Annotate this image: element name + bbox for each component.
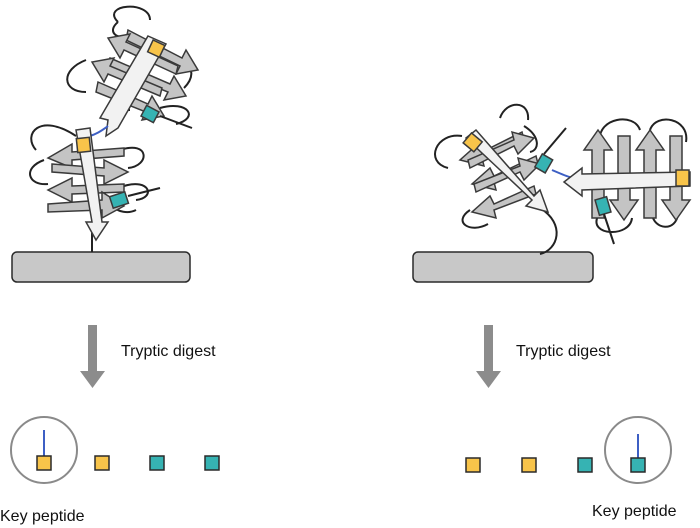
left-peptide-3 — [149, 455, 165, 471]
left-key-circle — [10, 416, 78, 484]
left-key-peptide-label: Key peptide — [0, 508, 85, 525]
left-panel — [10, 5, 220, 484]
right-peptide-1 — [465, 457, 481, 473]
right-digest-arrow — [476, 325, 501, 388]
left-lower-loops — [29, 124, 149, 214]
left-lower-helix — [75, 127, 161, 242]
right-right-domain-helix — [562, 166, 691, 245]
right-right-domain-loops — [595, 118, 688, 233]
right-digest-label: Tryptic digest — [516, 343, 611, 360]
left-digest-label: Tryptic digest — [121, 343, 216, 360]
left-peptide-4 — [204, 455, 220, 471]
right-left-domain-helix — [462, 127, 567, 214]
right-peptide-3 — [577, 457, 593, 473]
left-lower-yellow-tag — [75, 136, 92, 154]
left-upper-yellow-tag — [146, 39, 166, 59]
right-key-peptide-label: Key peptide — [592, 503, 677, 520]
right-left-yellow-tag — [462, 131, 484, 153]
left-linker — [89, 125, 109, 137]
left-lower-teal-tag — [108, 190, 130, 210]
right-key-circle — [604, 416, 672, 484]
right-panel — [412, 103, 692, 484]
right-right-yellow-tag — [675, 169, 690, 187]
right-tether — [539, 207, 558, 255]
left-key-peptide — [36, 455, 52, 471]
left-digest-arrow — [80, 325, 105, 388]
left-peptide-2 — [94, 455, 110, 471]
left-upper-teal-tag — [139, 104, 161, 124]
left-upper-helix — [98, 35, 193, 138]
right-left-teal-tag — [533, 152, 554, 174]
right-peptide-2 — [521, 457, 537, 473]
right-left-domain-loops — [434, 103, 538, 229]
left-surface — [11, 251, 191, 283]
right-surface — [412, 251, 594, 283]
right-right-teal-tag — [594, 195, 612, 217]
right-key-peptide — [630, 457, 646, 473]
